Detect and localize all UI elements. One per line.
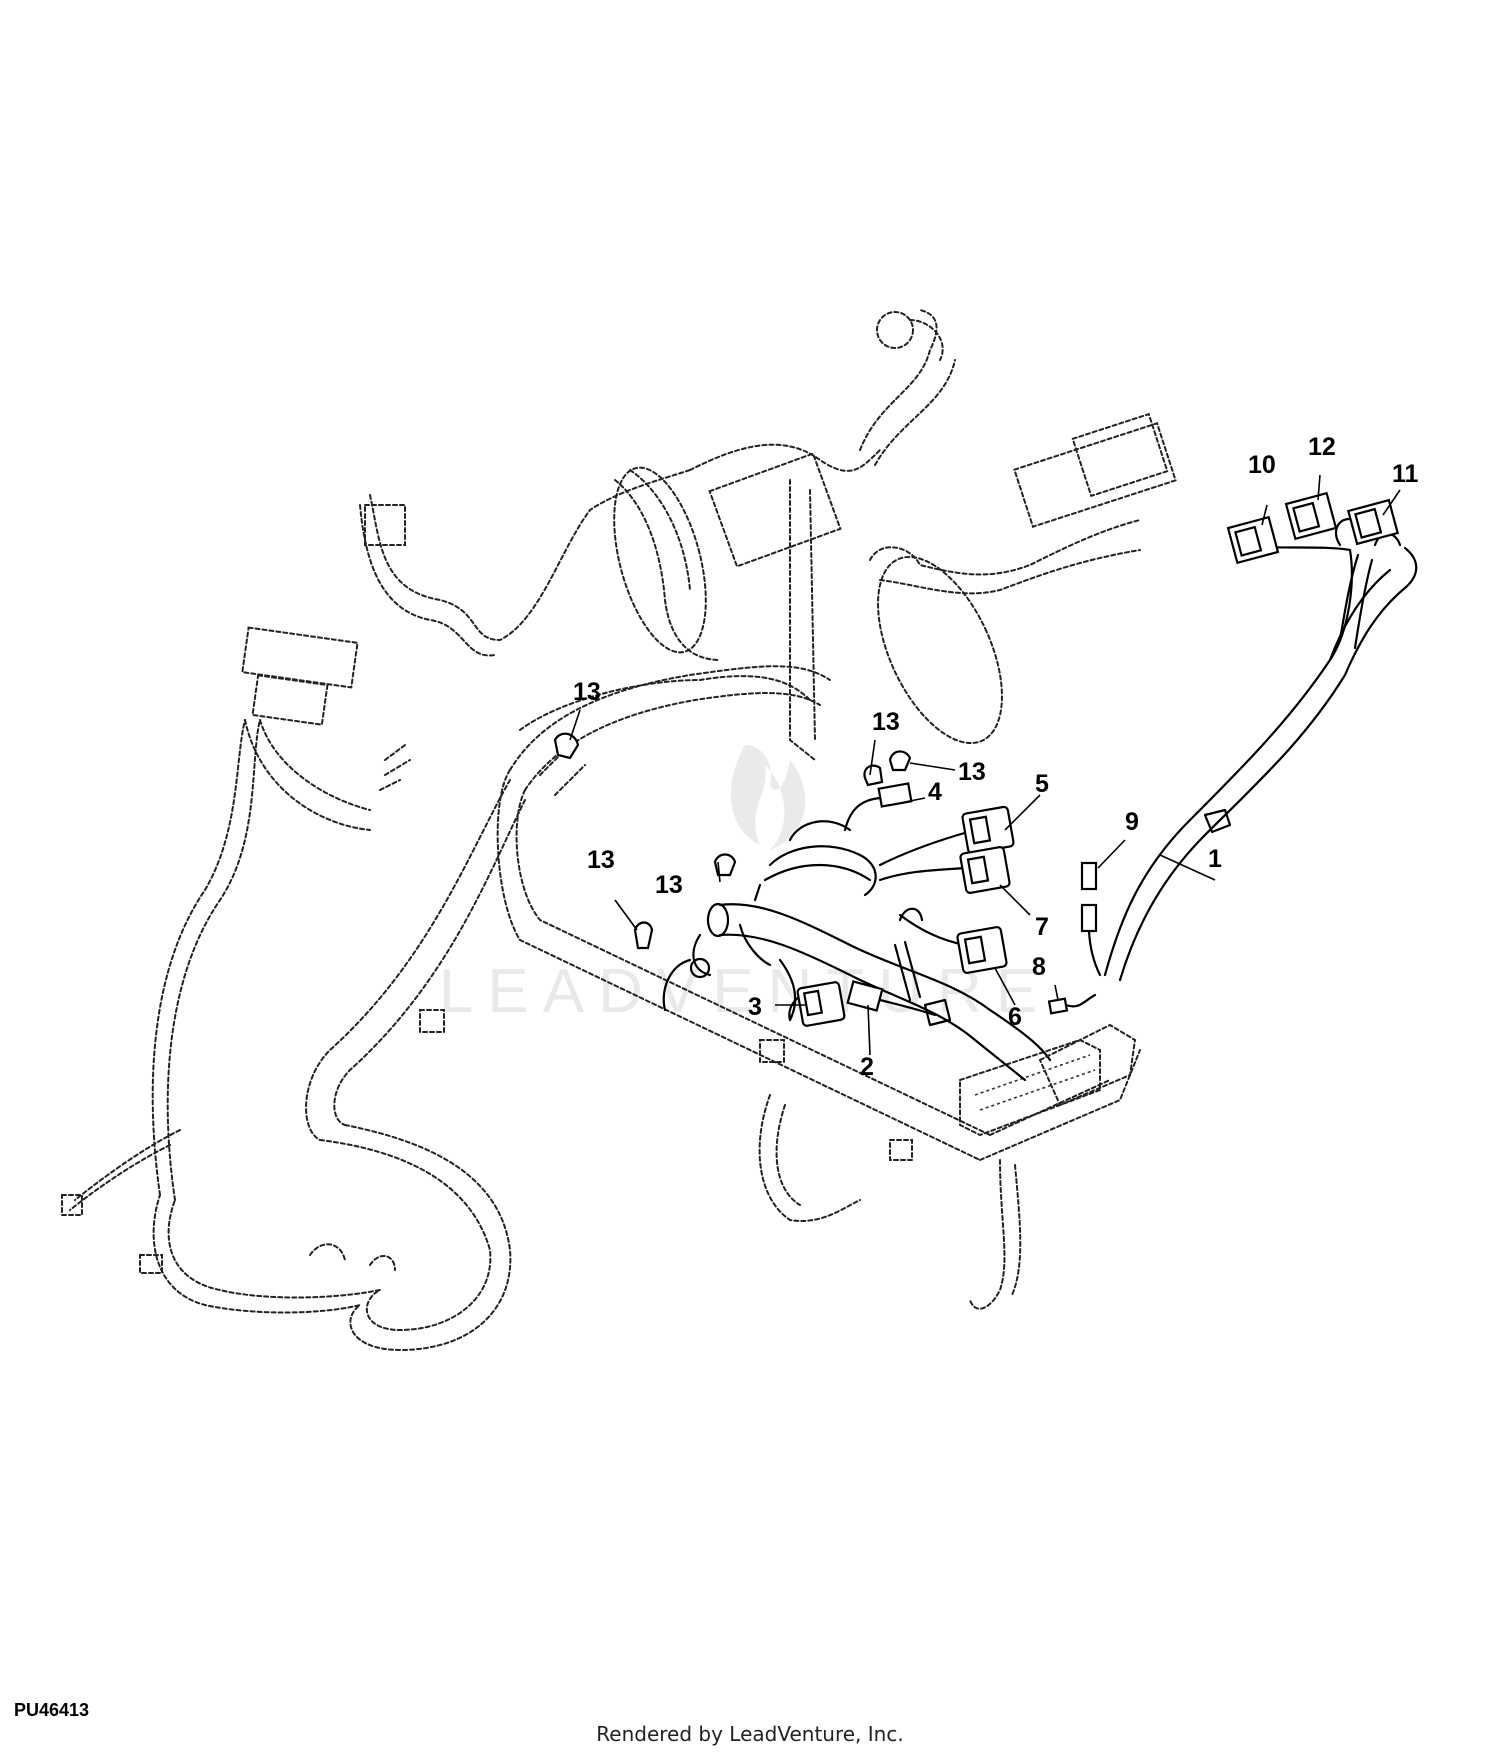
connector-8 bbox=[1047, 993, 1097, 1015]
connector-12 bbox=[1284, 491, 1338, 541]
callout-6: 6 bbox=[1008, 1003, 1022, 1031]
callout-5: 5 bbox=[1035, 770, 1049, 798]
callout-12: 12 bbox=[1308, 433, 1336, 461]
callout-13-c: 13 bbox=[958, 758, 986, 786]
callout-4: 4 bbox=[928, 778, 942, 806]
connector-10 bbox=[1226, 515, 1280, 565]
connector-4 bbox=[877, 782, 913, 808]
callout-7: 7 bbox=[1035, 913, 1049, 941]
clip-13-b bbox=[863, 764, 884, 787]
connector-11 bbox=[1346, 498, 1400, 546]
callout-9: 9 bbox=[1125, 808, 1139, 836]
connector-9 bbox=[1080, 861, 1102, 977]
callout-13-e: 13 bbox=[587, 846, 615, 874]
connector-3 bbox=[788, 981, 846, 1027]
callout-3: 3 bbox=[748, 993, 762, 1021]
clip-13-e bbox=[633, 921, 654, 950]
harness-main bbox=[553, 491, 1418, 1107]
clip-13-c bbox=[888, 750, 912, 772]
watermark: LEADVENTURE bbox=[439, 745, 1037, 1026]
callout-1: 1 bbox=[1208, 845, 1222, 873]
callout-13-b: 13 bbox=[872, 708, 900, 736]
fuse-holder-2 bbox=[846, 980, 952, 1027]
leader-lines bbox=[569, 474, 1401, 1056]
connector-6 bbox=[956, 926, 1008, 974]
connector-7 bbox=[959, 846, 1011, 894]
callout-8: 8 bbox=[1032, 953, 1046, 981]
callouts: 1 2 3 4 5 6 7 8 9 10 11 12 13 13 13 13 1… bbox=[573, 433, 1419, 1081]
figure-id: PU46413 bbox=[14, 1700, 90, 1720]
callout-2: 2 bbox=[860, 1053, 874, 1081]
callout-13-d: 13 bbox=[655, 871, 683, 899]
clip-13-d bbox=[713, 853, 737, 877]
callout-11: 11 bbox=[1392, 460, 1419, 488]
ghost-frame bbox=[61, 309, 1177, 1352]
callout-10: 10 bbox=[1248, 451, 1276, 479]
clip-13-a bbox=[553, 732, 580, 760]
render-credit: Rendered by LeadVenture, Inc. bbox=[596, 1722, 904, 1746]
connector-5 bbox=[961, 805, 1015, 855]
callout-13-a: 13 bbox=[573, 678, 601, 706]
